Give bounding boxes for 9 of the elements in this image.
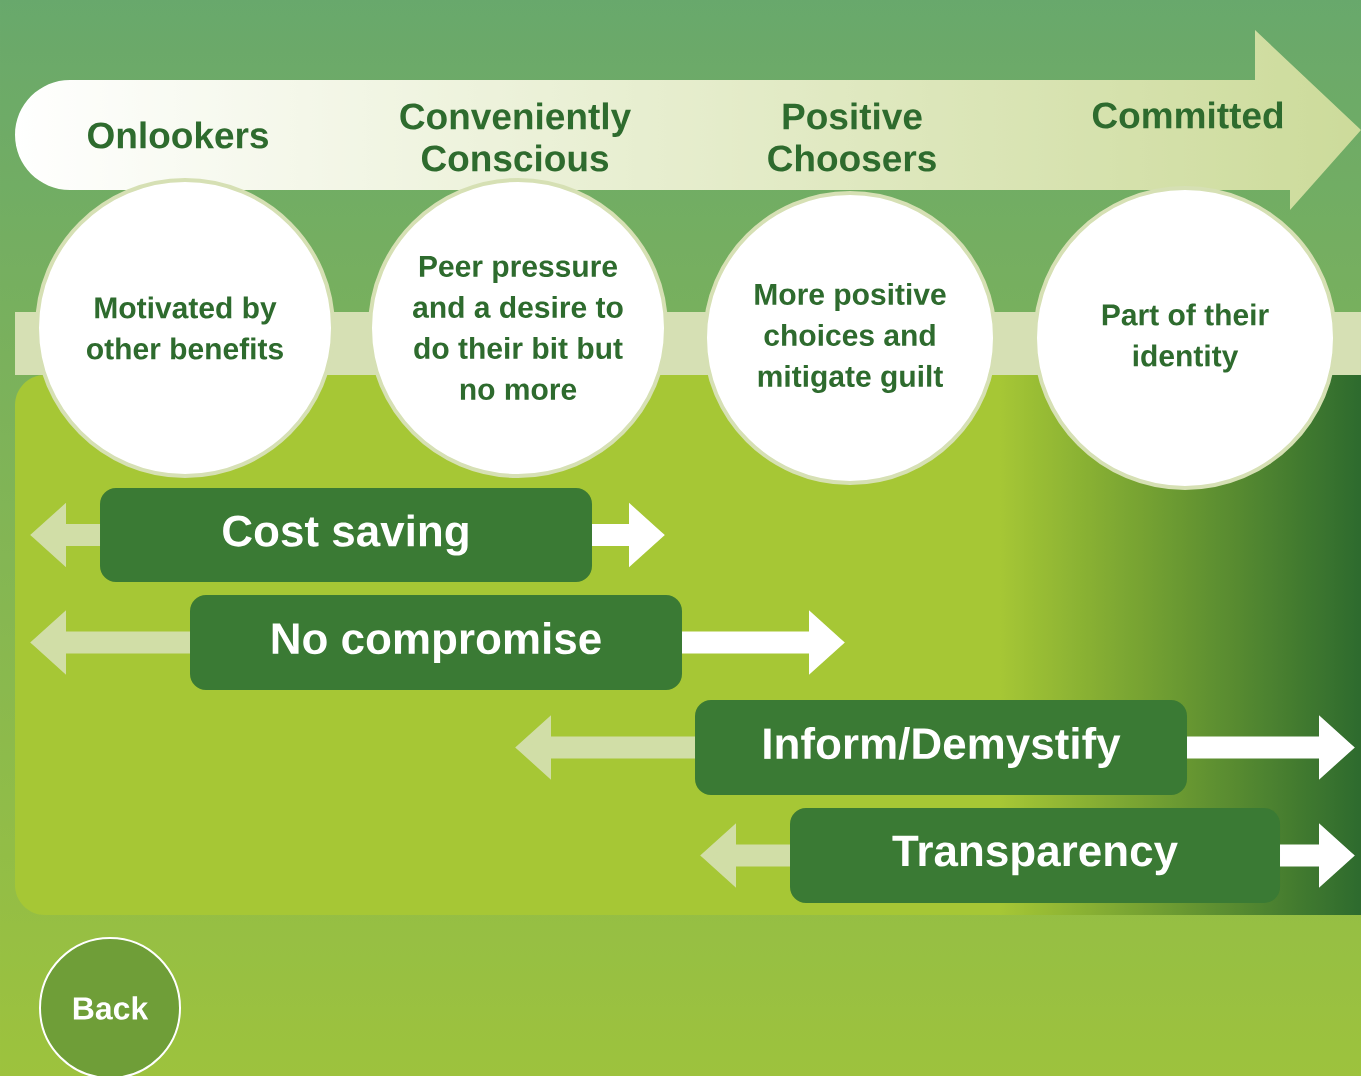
approach-bar: Cost saving (100, 488, 592, 582)
stage-heading: Committed (1092, 101, 1283, 129)
approach-bar: Transparency (790, 808, 1280, 903)
stage-heading: Conveniently Conscious (400, 102, 631, 172)
back-button: Back (39, 937, 181, 1076)
stage-heading: Positive Choosers (768, 102, 936, 172)
approach-bar: Inform/Demystify (695, 700, 1187, 795)
stage-heading: Onlookers (88, 121, 268, 149)
approach-bar: No compromise (190, 595, 682, 690)
